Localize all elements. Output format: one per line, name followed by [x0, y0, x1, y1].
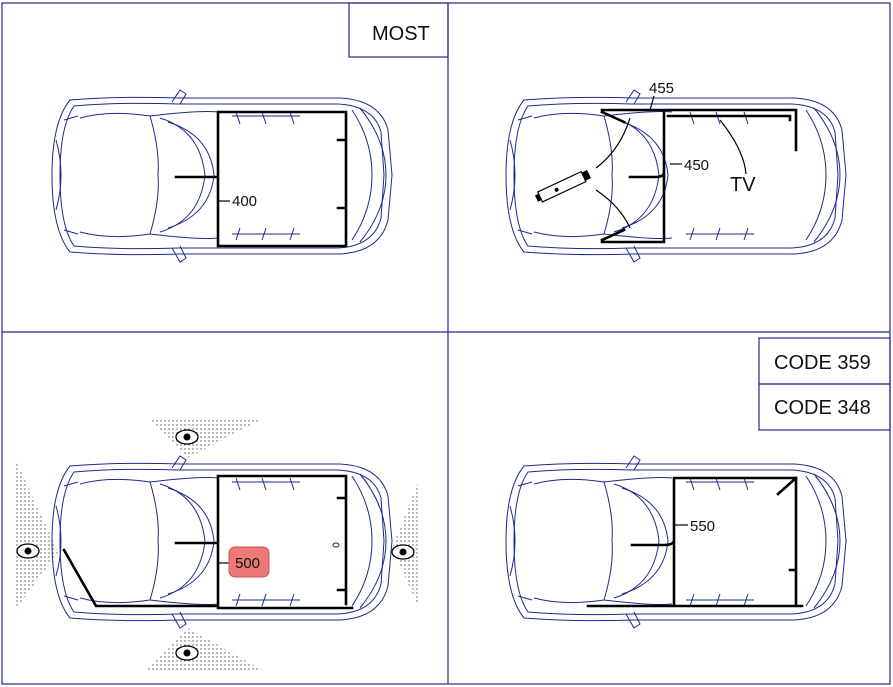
car-outline-icon	[51, 455, 393, 629]
code-359-tag: CODE 359	[774, 352, 871, 374]
view-cone-top	[148, 418, 264, 458]
eye-icon	[175, 645, 199, 661]
wire-label-550: 550	[690, 518, 715, 535]
wire-label-450: 450	[684, 157, 709, 174]
highlight-500[interactable]	[228, 546, 270, 578]
panel-bottom-left: 500	[14, 418, 420, 670]
car-outline-icon	[51, 89, 393, 263]
tv-thin-lines	[595, 95, 747, 229]
eye-icon	[175, 429, 199, 445]
most-wiring	[174, 110, 348, 248]
wire-label-400: 400	[232, 193, 257, 210]
camera-wiring	[62, 474, 354, 610]
eye-icon	[16, 543, 40, 559]
view-cone-rear	[392, 478, 420, 610]
rear-camera-mark	[332, 542, 340, 548]
tv-wiring	[600, 108, 798, 244]
panel-bottom-right: CODE 359 CODE 348 550	[505, 337, 891, 629]
wire-label-500[interactable]: 500	[235, 555, 260, 572]
most-tag-box	[348, 2, 449, 58]
view-cone-front	[14, 456, 58, 612]
most-tag: MOST	[372, 23, 430, 45]
code-348-box	[758, 383, 891, 431]
panel-top-right: 455 450 TV	[505, 80, 847, 263]
code-348-tag: CODE 348	[774, 397, 871, 419]
wire-label-455: 455	[649, 80, 674, 97]
device-label-tv: TV	[730, 174, 756, 196]
tv-tuner-icon	[534, 170, 591, 203]
eye-icon	[391, 544, 415, 560]
code-wiring	[586, 476, 804, 608]
panel-top-left: MOST 400	[51, 2, 449, 263]
view-cone-bottom	[146, 628, 262, 670]
